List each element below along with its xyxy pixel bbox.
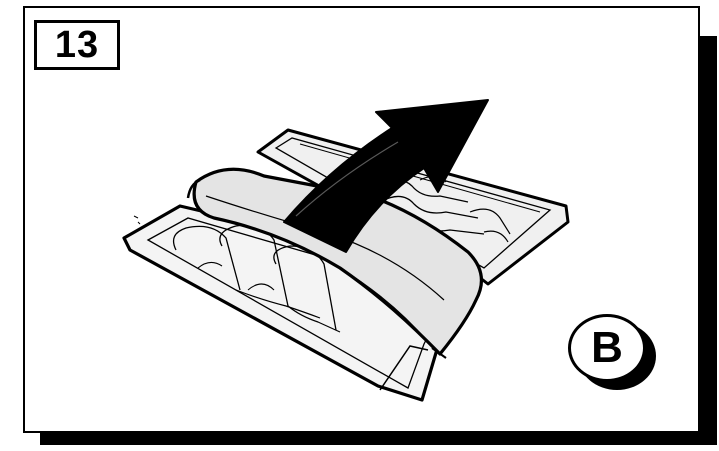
- variant-badge-letter: B: [591, 323, 623, 372]
- step-number: 13: [54, 24, 100, 66]
- step-number-box: 13: [34, 20, 120, 70]
- variant-badge: B: [568, 314, 646, 382]
- curved-arrow-up-right-icon: [283, 99, 489, 253]
